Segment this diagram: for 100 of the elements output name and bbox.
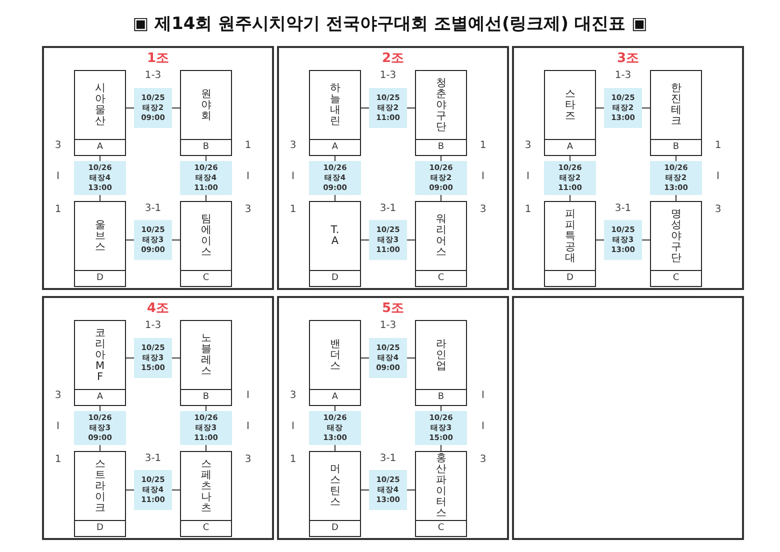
score-mark: I — [56, 171, 60, 182]
group-title: 1조 — [146, 50, 170, 67]
group-letter: A — [75, 139, 125, 155]
team-box — [309, 201, 361, 287]
score-mark: 1-3 — [378, 320, 398, 331]
match-info-box — [134, 88, 172, 128]
score-mark: 3 — [714, 204, 722, 215]
group-panel — [512, 46, 744, 290]
match-info-box — [604, 88, 642, 128]
team-name: 한진테크 — [670, 83, 682, 127]
score-mark: 3-1 — [614, 203, 632, 214]
score-mark: 1 — [478, 140, 488, 151]
connector-line — [334, 156, 336, 162]
group-letter: C — [181, 520, 231, 536]
score-mark: 3-1 — [378, 203, 398, 214]
match-info-box — [415, 411, 467, 445]
score-mark: 3 — [54, 390, 62, 401]
connector-line — [440, 194, 442, 202]
group-panel — [277, 296, 509, 540]
team-name: 청춘야구단 — [436, 78, 446, 132]
team-name: 울브스 — [94, 220, 106, 252]
connector-line — [440, 444, 442, 452]
group-panel — [42, 296, 274, 540]
score-mark: 1-3 — [144, 320, 162, 331]
score-mark: 1-3 — [614, 70, 632, 81]
group-title: 5조 — [380, 300, 406, 317]
score-mark: I — [290, 171, 296, 182]
score-mark: I — [246, 390, 250, 401]
team-box — [415, 451, 467, 537]
team-box — [74, 320, 126, 406]
team-box — [650, 70, 702, 156]
connector-line — [440, 406, 442, 412]
score-mark: 3 — [244, 204, 252, 215]
group-letter: B — [416, 139, 466, 155]
team-name: 팀에이스 — [200, 214, 212, 258]
group-letter: C — [181, 270, 231, 286]
connector-line — [334, 444, 336, 452]
score-mark: 3 — [478, 204, 488, 215]
group-letter: B — [181, 139, 231, 155]
score-mark: 1 — [288, 454, 298, 465]
team-name: 명성야구단 — [670, 208, 682, 264]
score-mark: 3 — [288, 390, 298, 401]
group-letter: B — [416, 389, 466, 405]
match-info-box — [180, 411, 232, 445]
match-info-box — [369, 220, 407, 260]
team-name: 코리아MF — [94, 328, 106, 382]
group-letter: A — [310, 139, 360, 155]
score-mark: I — [716, 171, 720, 182]
group-title: 4조 — [146, 300, 170, 317]
team-name: 스트라이크 — [94, 458, 106, 514]
group-letter: D — [75, 270, 125, 286]
team-name: 워리어스 — [436, 214, 446, 258]
match-info-box — [134, 338, 172, 378]
score-mark: 3 — [244, 454, 252, 465]
score-mark: 1 — [288, 204, 298, 215]
team-name: 시아물산 — [94, 83, 106, 127]
team-box — [74, 201, 126, 287]
empty-panel — [512, 296, 744, 540]
team-name: 스타즈 — [564, 88, 576, 122]
score-mark: I — [290, 421, 296, 432]
score-mark: 1-3 — [378, 70, 398, 81]
connector-line — [334, 406, 336, 412]
group-letter: D — [310, 270, 360, 286]
match-info-box — [134, 470, 172, 510]
score-mark: 3 — [54, 140, 62, 151]
score-mark: I — [480, 421, 486, 432]
team-box — [544, 70, 596, 156]
team-box — [180, 70, 232, 156]
team-name: 홍산파이터스 — [436, 453, 446, 519]
team-box — [309, 320, 361, 406]
connector-line — [334, 194, 336, 202]
team-name: 피피특공대 — [564, 208, 576, 264]
match-info-box — [544, 161, 596, 195]
score-mark: I — [246, 421, 250, 432]
group-letter: C — [416, 520, 466, 536]
group-letter: D — [545, 270, 595, 286]
score-mark: I — [246, 171, 250, 182]
team-name: 스페츠나츠 — [200, 458, 212, 514]
score-mark: 1 — [244, 140, 252, 151]
group-panel — [42, 46, 274, 290]
match-info-box — [415, 161, 467, 195]
score-mark: 1 — [714, 140, 722, 151]
team-box — [650, 201, 702, 287]
score-mark: 3-1 — [144, 203, 162, 214]
team-box — [415, 201, 467, 287]
score-mark: I — [480, 171, 486, 182]
match-info-box — [74, 161, 126, 195]
score-mark: 1 — [524, 204, 532, 215]
page-title: ▣ 제14회 원주시치악기 전국야구대회 조별예선(링크제) 대진표 ▣ — [132, 13, 648, 35]
team-box — [180, 201, 232, 287]
connector-line — [440, 156, 442, 162]
team-box — [180, 451, 232, 537]
match-info-box — [134, 220, 172, 260]
group-letter: A — [310, 389, 360, 405]
group-letter: A — [75, 389, 125, 405]
team-name: T.A — [330, 225, 340, 247]
team-name: 라인업 — [436, 338, 446, 372]
team-box — [415, 320, 467, 406]
team-name: 원야회 — [200, 88, 212, 122]
team-box — [74, 451, 126, 537]
